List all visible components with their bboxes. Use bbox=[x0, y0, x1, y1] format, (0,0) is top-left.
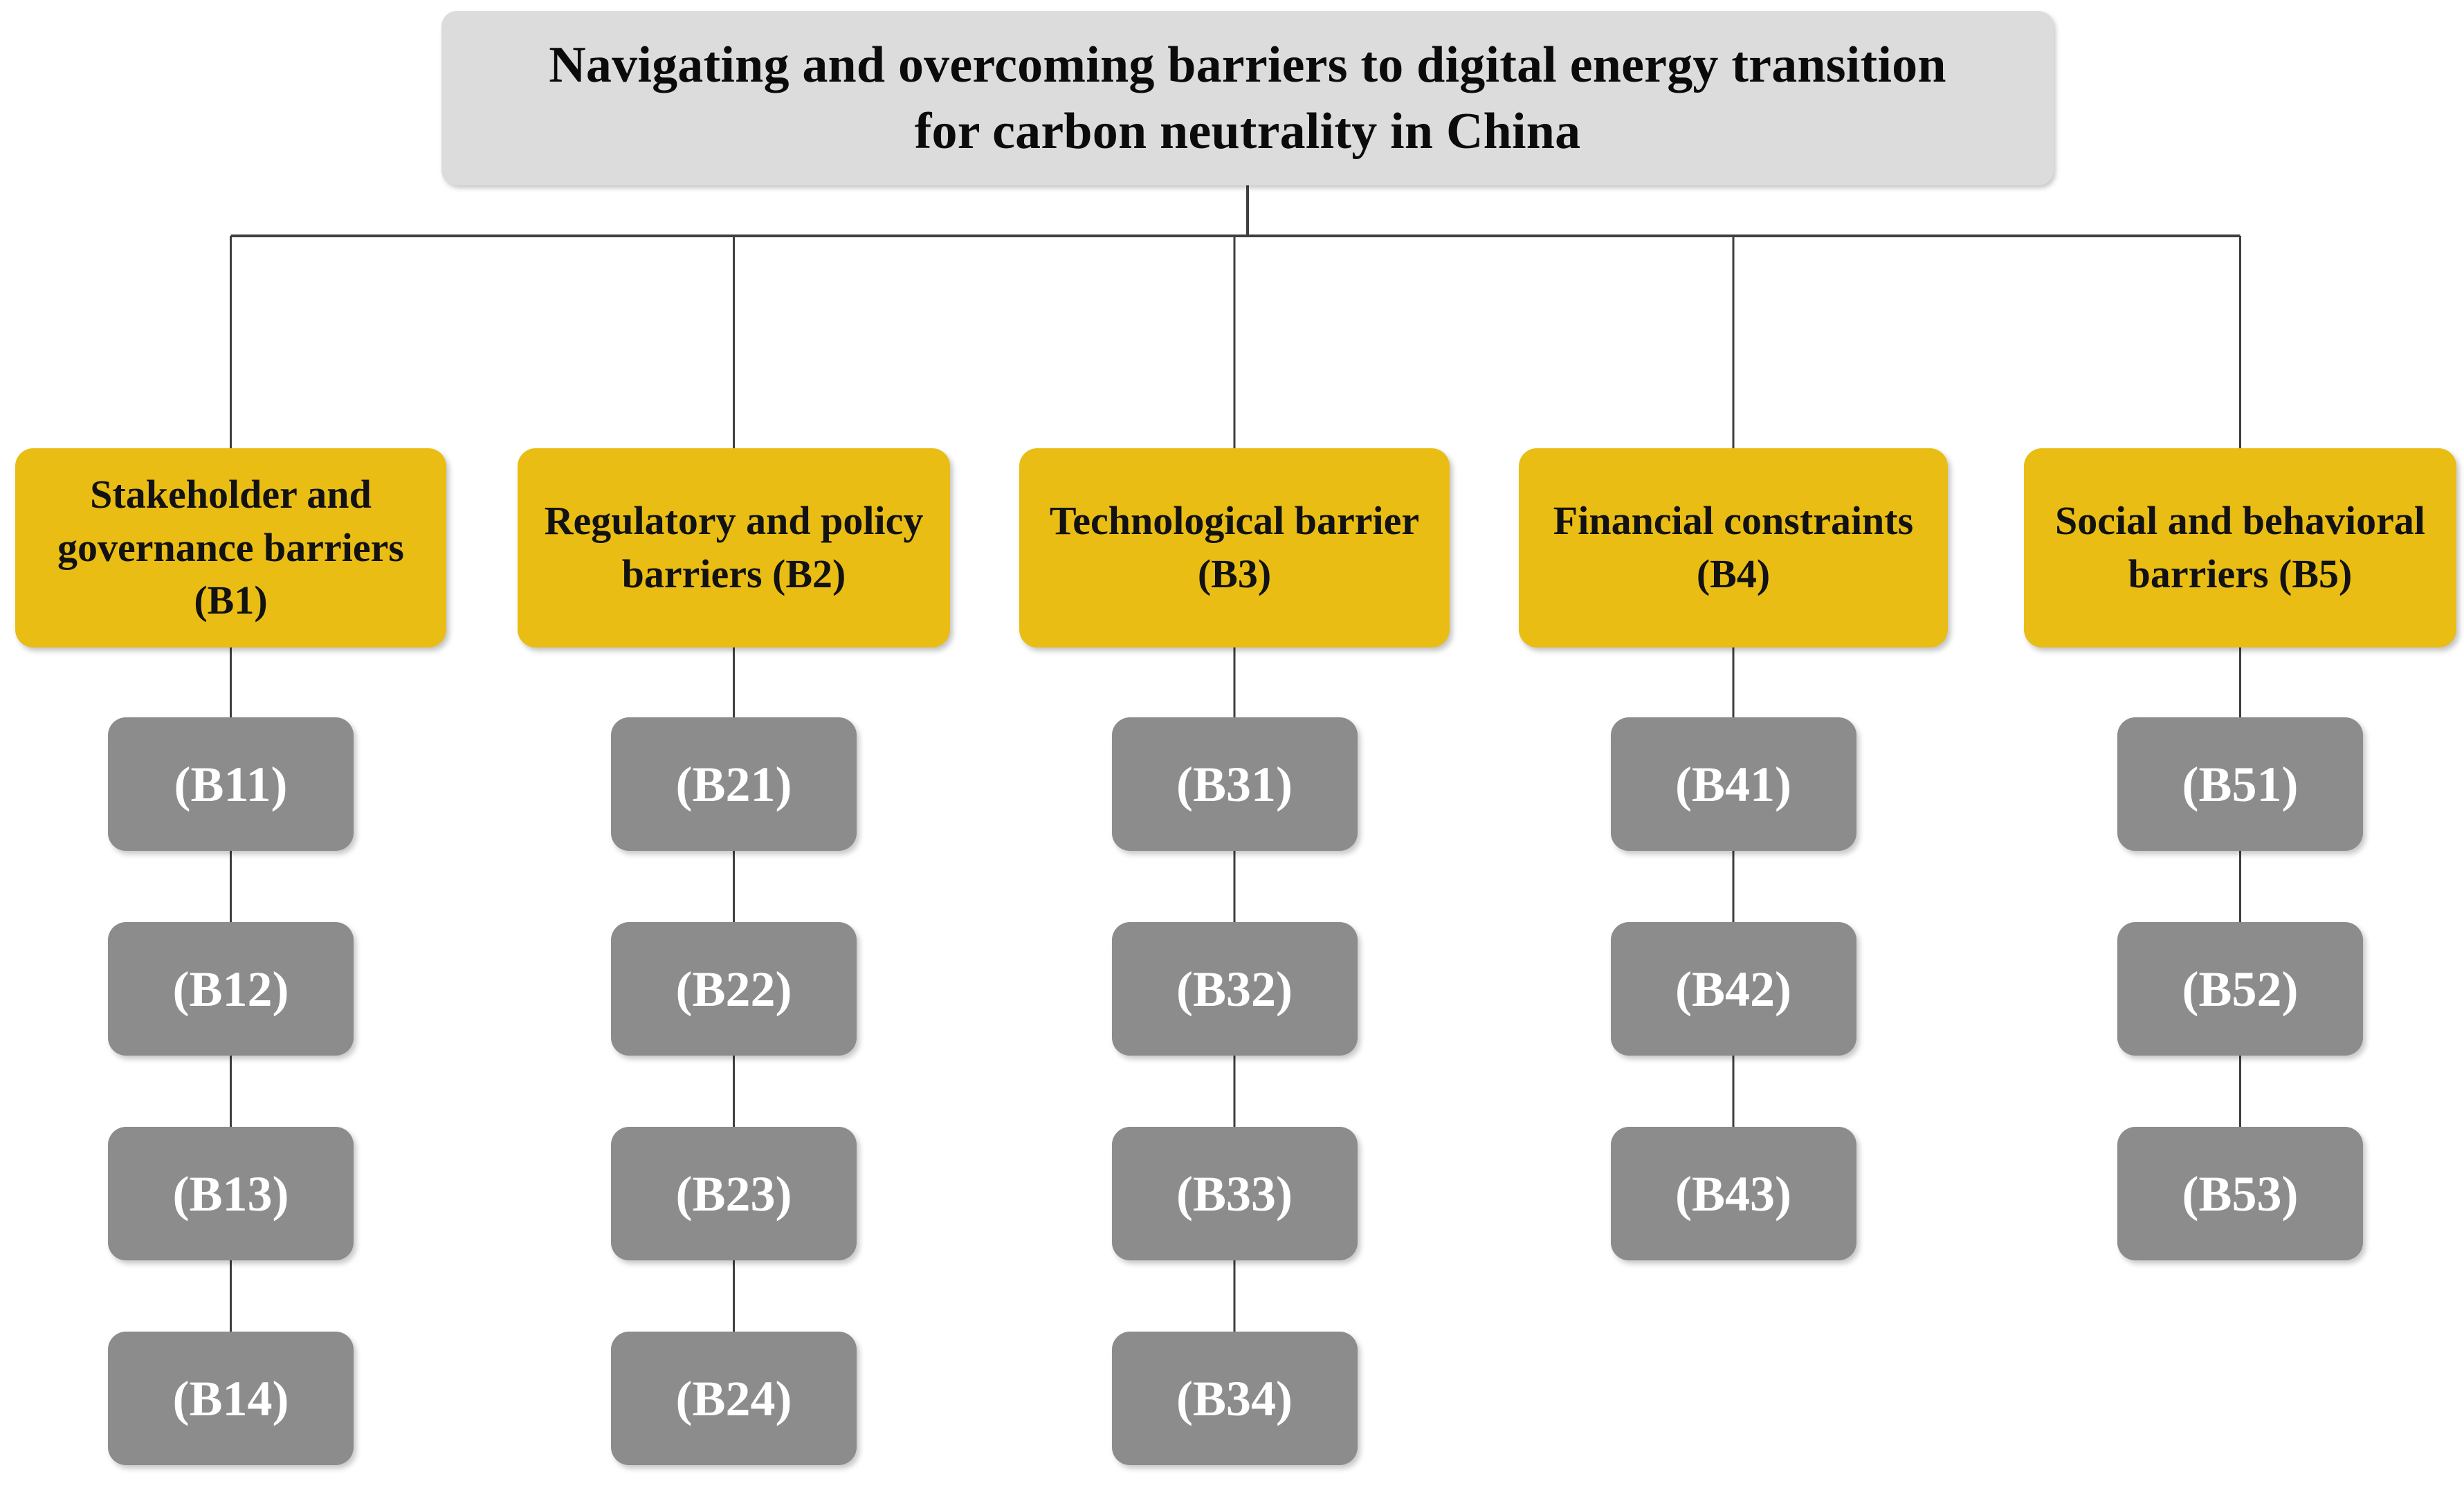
sub-box-b34[interactable]: (B34) bbox=[1111, 1332, 1358, 1465]
sub-box-b12[interactable]: (B12) bbox=[108, 922, 354, 1056]
sub-box-b41[interactable]: (B41) bbox=[1610, 717, 1856, 851]
category-label-line: Social and behavioral bbox=[2055, 498, 2425, 544]
category-box-b4[interactable]: Financial constraints (B4) bbox=[1519, 448, 1948, 647]
category-box-b1[interactable]: Stakeholder and governance barriers (B1) bbox=[15, 448, 446, 647]
category-label-b5: Social and behavioral barriers (B5) bbox=[2037, 495, 2443, 600]
root-title-text: Navigating and overcoming barriers to di… bbox=[517, 32, 1978, 165]
sub-box-b21[interactable]: (B21) bbox=[611, 717, 857, 851]
category-label-line: (B3) bbox=[1197, 551, 1272, 596]
sub-box-b52[interactable]: (B52) bbox=[2117, 922, 2363, 1056]
category-label-line: barriers (B2) bbox=[621, 551, 846, 596]
sub-box-b23[interactable]: (B23) bbox=[611, 1127, 857, 1260]
category-label-line: Regulatory and policy bbox=[544, 498, 924, 544]
sub-label-b23: (B23) bbox=[675, 1166, 792, 1222]
sub-box-b11[interactable]: (B11) bbox=[108, 717, 354, 851]
category-box-b2[interactable]: Regulatory and policy barriers (B2) bbox=[518, 448, 950, 647]
sub-label-b13: (B13) bbox=[172, 1166, 289, 1222]
category-label-line: (B4) bbox=[1696, 551, 1771, 596]
sub-label-b12: (B12) bbox=[172, 961, 289, 1017]
category-label-line: barriers (B5) bbox=[2128, 551, 2353, 596]
sub-label-b14: (B14) bbox=[172, 1370, 289, 1426]
category-box-b3[interactable]: Technological barrier (B3) bbox=[1019, 448, 1450, 647]
root-title-box: Navigating and overcoming barriers to di… bbox=[441, 11, 2054, 185]
sub-label-b41: (B41) bbox=[1675, 756, 1791, 812]
category-label-line: governance barriers bbox=[57, 524, 404, 570]
category-label-line: Stakeholder and bbox=[90, 472, 372, 517]
sub-label-b53: (B53) bbox=[2182, 1166, 2299, 1222]
sub-box-b32[interactable]: (B32) bbox=[1111, 922, 1358, 1056]
sub-label-b43: (B43) bbox=[1675, 1166, 1791, 1222]
category-box-b5[interactable]: Social and behavioral barriers (B5) bbox=[2024, 448, 2456, 647]
sub-box-b31[interactable]: (B31) bbox=[1111, 717, 1358, 851]
sub-label-b52: (B52) bbox=[2182, 961, 2299, 1017]
category-label-line: (B1) bbox=[194, 578, 268, 623]
category-label-b4: Financial constraints (B4) bbox=[1535, 495, 1931, 600]
sub-box-b43[interactable]: (B43) bbox=[1610, 1127, 1856, 1260]
sub-label-b33: (B33) bbox=[1176, 1166, 1293, 1222]
sub-box-b33[interactable]: (B33) bbox=[1111, 1127, 1358, 1260]
sub-label-b11: (B11) bbox=[174, 756, 288, 812]
root-title-line-1: Navigating and overcoming barriers to di… bbox=[549, 36, 1946, 93]
category-label-b3: Technological barrier (B3) bbox=[1032, 495, 1437, 600]
category-label-b1: Stakeholder and governance barriers (B1) bbox=[39, 468, 422, 627]
sub-box-b24[interactable]: (B24) bbox=[611, 1332, 857, 1465]
sub-label-b22: (B22) bbox=[675, 961, 792, 1017]
sub-label-b24: (B24) bbox=[675, 1370, 792, 1426]
sub-label-b31: (B31) bbox=[1176, 756, 1293, 812]
sub-label-b34: (B34) bbox=[1176, 1370, 1293, 1426]
category-label-line: Financial constraints bbox=[1553, 498, 1914, 544]
sub-box-b42[interactable]: (B42) bbox=[1610, 922, 1856, 1056]
sub-box-b53[interactable]: (B53) bbox=[2117, 1127, 2363, 1260]
sub-box-b14[interactable]: (B14) bbox=[108, 1332, 354, 1465]
sub-label-b32: (B32) bbox=[1176, 961, 1293, 1017]
root-title-line-2: for carbon neutrality in China bbox=[914, 103, 1581, 160]
sub-label-b51: (B51) bbox=[2182, 756, 2299, 812]
sub-label-b21: (B21) bbox=[675, 756, 792, 812]
sub-box-b51[interactable]: (B51) bbox=[2117, 717, 2363, 851]
sub-box-b13[interactable]: (B13) bbox=[108, 1127, 354, 1260]
category-label-line: Technological barrier bbox=[1049, 498, 1420, 544]
category-label-b2: Regulatory and policy barriers (B2) bbox=[527, 495, 942, 600]
sub-label-b42: (B42) bbox=[1675, 961, 1791, 1017]
sub-box-b22[interactable]: (B22) bbox=[611, 922, 857, 1056]
